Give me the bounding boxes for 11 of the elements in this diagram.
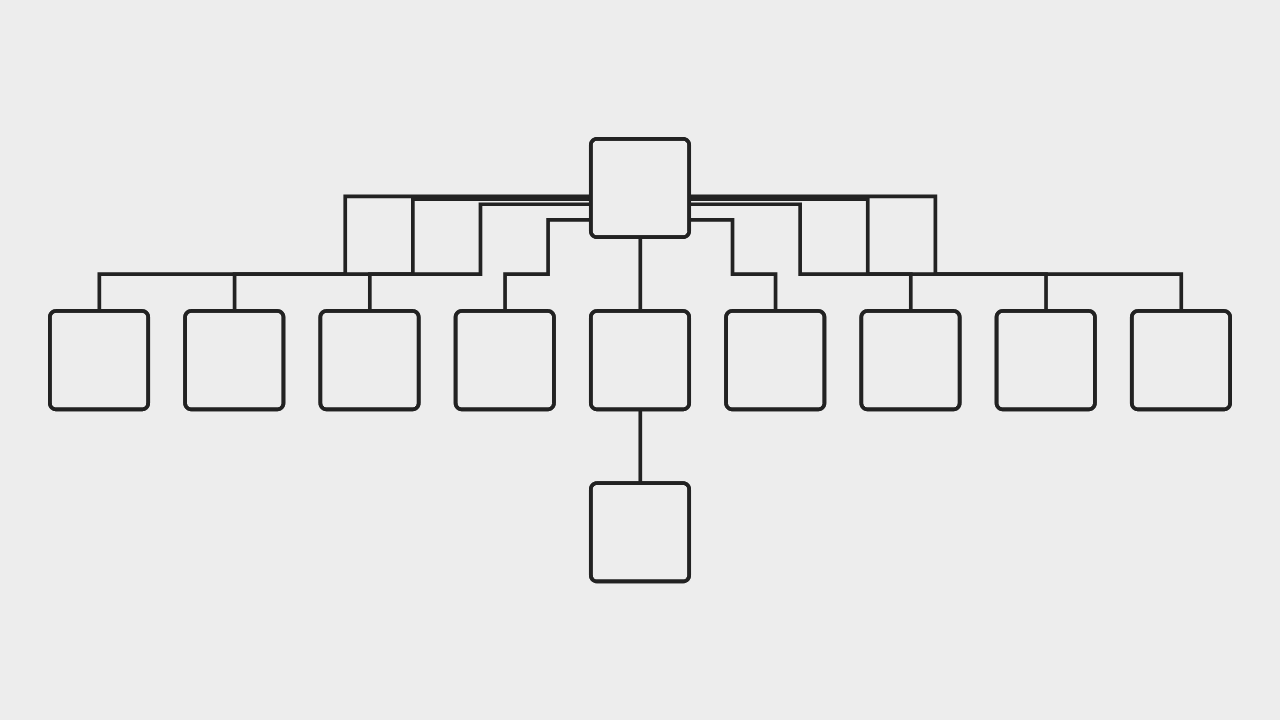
org-box [724,308,827,412]
org-box [453,308,556,412]
org-box [859,308,962,412]
org-box [1129,308,1232,412]
org-box [588,308,692,412]
org-box [588,136,692,239]
org-box [48,308,151,412]
org-box [588,481,692,584]
org-box [318,308,421,412]
org-box [183,308,286,412]
org-box [994,308,1097,412]
